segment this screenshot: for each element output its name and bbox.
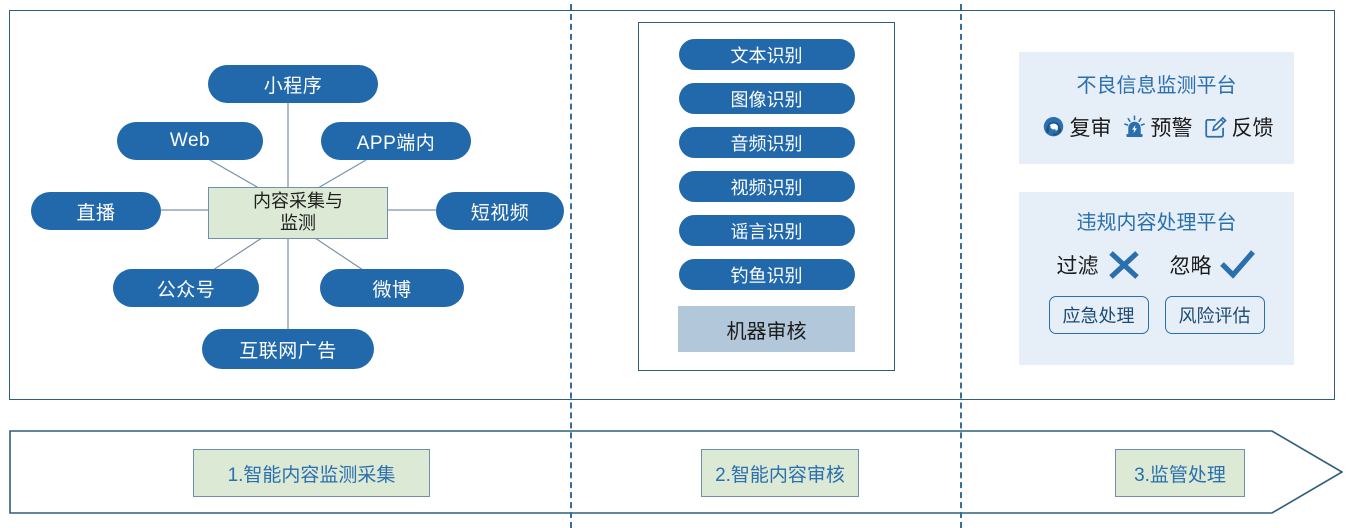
machine-review-label: 机器审核 xyxy=(726,320,807,343)
node-label: Web xyxy=(169,130,211,151)
column-divider-2 xyxy=(960,4,962,528)
machine-review-box[interactable]: 机器审核 xyxy=(678,306,855,352)
stage-label: 3.监管处理 xyxy=(1134,464,1226,486)
monitor-action-review[interactable]: 复审 xyxy=(1040,112,1112,142)
monitor-platform-title: 不良信息监测平台 xyxy=(1076,75,1237,97)
monitor-action-label: 预警 xyxy=(1150,117,1193,140)
handling-mark-ignore[interactable]: 忽略 xyxy=(1170,247,1257,283)
node-web[interactable]: Web xyxy=(117,122,263,160)
recognition-list: 文本识别 图像识别 音频识别 视频识别 谣言识别 钓鱼识别 xyxy=(639,23,894,290)
recognition-item-label: 图像识别 xyxy=(730,89,803,110)
recognition-item-video[interactable]: 视频识别 xyxy=(678,171,855,202)
button-label: 应急处理 xyxy=(1062,306,1135,326)
node-internet-ads[interactable]: 互联网广告 xyxy=(202,329,374,369)
alarm-siren-icon xyxy=(1123,114,1145,137)
handling-mark-label: 过滤 xyxy=(1056,255,1099,278)
check-mark-icon xyxy=(1219,250,1255,279)
handling-platform-panel: 违规内容处理平台 过滤 忽略 应急处理 风险评估 xyxy=(1019,192,1294,365)
center-label-line2: 监测 xyxy=(280,213,316,233)
handling-mark-label: 忽略 xyxy=(1169,255,1212,278)
cross-mark-icon xyxy=(1108,251,1139,279)
node-short-video[interactable]: 短视频 xyxy=(436,192,564,230)
recognition-item-rumor[interactable]: 谣言识别 xyxy=(678,215,855,246)
recognition-panel: 文本识别 图像识别 音频识别 视频识别 谣言识别 钓鱼识别 机器审核 xyxy=(638,22,895,371)
pencil-edit-icon xyxy=(1204,116,1227,138)
recognition-item-phishing[interactable]: 钓鱼识别 xyxy=(678,259,855,290)
recognition-item-label: 视频识别 xyxy=(730,177,803,198)
node-app[interactable]: APP端内 xyxy=(321,122,471,160)
node-label: 公众号 xyxy=(156,279,216,301)
stage-chip-review[interactable]: 2.智能内容审核 xyxy=(701,449,859,497)
node-official-account[interactable]: 公众号 xyxy=(113,269,259,307)
monitor-platform-panel: 不良信息监测平台 复审 xyxy=(1019,52,1294,164)
recognition-item-audio[interactable]: 音频识别 xyxy=(678,127,855,158)
recognition-item-label: 谣言识别 xyxy=(730,221,803,242)
handling-platform-title: 违规内容处理平台 xyxy=(1076,212,1237,234)
monitor-platform-actions: 复审 预警 反馈 xyxy=(1019,112,1294,142)
column-divider-1 xyxy=(570,4,572,528)
node-weibo[interactable]: 微博 xyxy=(320,269,464,307)
node-label: 短视频 xyxy=(470,202,530,224)
monitor-action-alert[interactable]: 预警 xyxy=(1121,112,1193,142)
node-label: 小程序 xyxy=(263,75,323,97)
node-live[interactable]: 直播 xyxy=(31,192,161,230)
node-label: 直播 xyxy=(76,202,116,224)
recognition-item-label: 钓鱼识别 xyxy=(730,265,803,286)
recognition-item-label: 文本识别 xyxy=(730,45,803,66)
monitor-action-label: 反馈 xyxy=(1231,117,1274,140)
stage-banner: 1.智能内容监测采集 2.智能内容审核 3.监管处理 xyxy=(9,430,1343,514)
center-label-line1: 内容采集与 xyxy=(253,191,343,212)
node-label: 微博 xyxy=(372,279,412,301)
recognition-item-label: 音频识别 xyxy=(730,133,803,154)
stage-chip-supervision[interactable]: 3.监管处理 xyxy=(1115,449,1245,497)
node-label: 互联网广告 xyxy=(239,340,337,362)
button-label: 风险评估 xyxy=(1178,306,1251,326)
diagram-center-node[interactable]: 内容采集与 监测 xyxy=(208,187,388,239)
stage-label: 2.智能内容审核 xyxy=(715,464,845,486)
handling-platform-marks: 过滤 忽略 xyxy=(1019,247,1294,283)
emergency-handling-button[interactable]: 应急处理 xyxy=(1048,296,1149,334)
handling-platform-buttons: 应急处理 风险评估 xyxy=(1019,296,1294,334)
handling-mark-filter[interactable]: 过滤 xyxy=(1057,247,1144,283)
stage-label: 1.智能内容监测采集 xyxy=(227,464,396,486)
node-label: APP端内 xyxy=(356,132,436,154)
stage-chip-collection[interactable]: 1.智能内容监测采集 xyxy=(193,449,430,497)
node-mini-program[interactable]: 小程序 xyxy=(208,65,378,103)
monitor-action-label: 复审 xyxy=(1069,117,1112,140)
recognition-item-text[interactable]: 文本识别 xyxy=(678,39,855,70)
monitor-action-feedback[interactable]: 反馈 xyxy=(1202,112,1274,142)
recognition-item-image[interactable]: 图像识别 xyxy=(678,83,855,114)
headset-agent-icon xyxy=(1043,116,1063,136)
content-collection-diagram: 小程序 Web APP端内 直播 短视频 公众号 微博 互联网广告 内容采集与 … xyxy=(9,10,570,400)
risk-assessment-button[interactable]: 风险评估 xyxy=(1164,296,1265,334)
